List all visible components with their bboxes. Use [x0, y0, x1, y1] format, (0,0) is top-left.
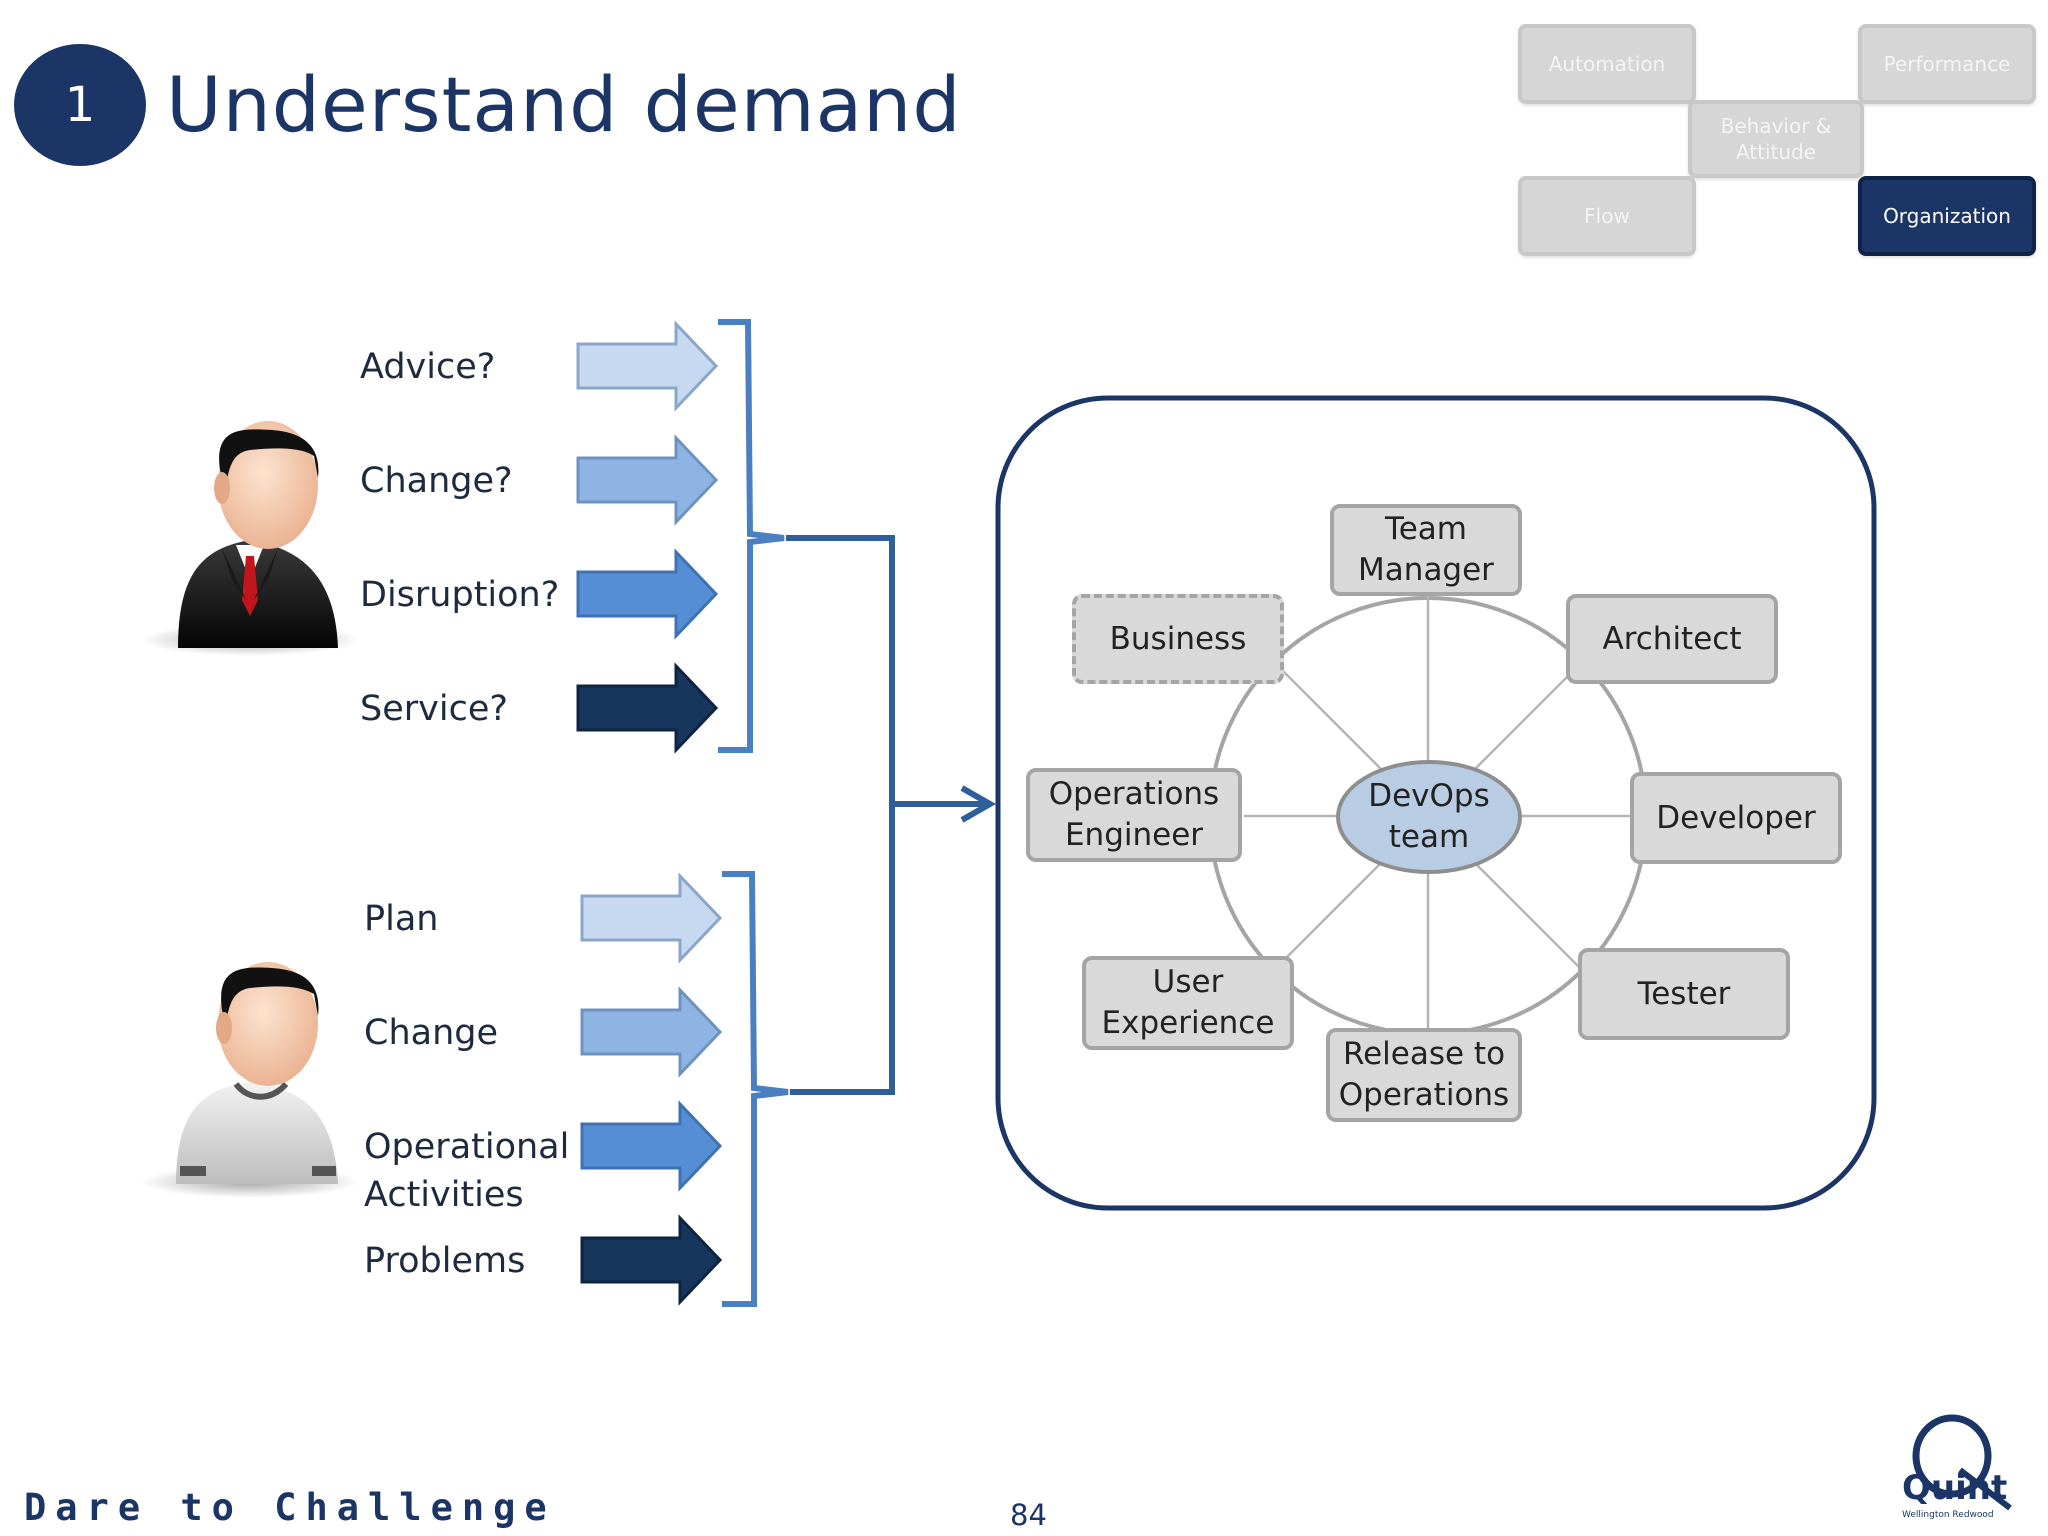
role-release-to-operations: Release to Operations: [1326, 1028, 1522, 1122]
nav-organization[interactable]: Organization: [1858, 176, 2036, 256]
role-business: Business: [1072, 594, 1284, 684]
label-operational-activities: Operational Activities: [364, 1127, 570, 1215]
connector-bottom: [790, 804, 895, 1095]
label-problems: Problems: [364, 1241, 526, 1281]
label-service: Service?: [360, 689, 508, 729]
arrow-service: [576, 662, 719, 754]
label-change-q: Change?: [360, 461, 513, 501]
role-user-experience: User Experience: [1082, 956, 1294, 1050]
role-tester: Tester: [1578, 948, 1790, 1040]
arrow-advice: [576, 320, 719, 412]
step-number: 1: [64, 77, 96, 133]
role-operations-engineer: Operations Engineer: [1026, 768, 1242, 862]
page-title: Understand demand: [166, 60, 962, 149]
business-person-icon: [140, 421, 360, 656]
arrow-disruption: [576, 548, 719, 640]
arrow-problems: [580, 1214, 723, 1306]
page-number: 84: [1010, 1498, 1047, 1532]
arrow-operational-activities: [580, 1100, 723, 1192]
arrow-change: [580, 986, 723, 1078]
label-plan: Plan: [364, 899, 439, 939]
role-developer: Developer: [1630, 772, 1842, 864]
arrow-change-q: [576, 434, 719, 526]
bracket-bottom: [722, 871, 789, 1307]
connector-top: [786, 535, 895, 804]
logo-tagline: Wellington Redwood: [1902, 1510, 1994, 1520]
nav-behavior-attitude[interactable]: Behavior & Attitude: [1688, 100, 1864, 178]
devops-team-hub: DevOps team: [1336, 760, 1522, 874]
arrow-plan: [580, 872, 723, 964]
logo-name: Quint: [1902, 1468, 2008, 1508]
step-number-badge: 1: [14, 44, 146, 166]
label-advice: Advice?: [360, 347, 496, 387]
bracket-top: [718, 319, 785, 753]
quint-logo-icon: [1912, 1414, 2012, 1511]
it-person-icon: [140, 962, 360, 1198]
role-architect: Architect: [1566, 594, 1778, 684]
connector-arrowhead: [960, 785, 997, 823]
nav-flow[interactable]: Flow: [1518, 176, 1696, 256]
nav-performance[interactable]: Performance: [1858, 24, 2036, 104]
role-team-manager: Team Manager: [1330, 504, 1522, 596]
nav-automation[interactable]: Automation: [1518, 24, 1696, 104]
label-change: Change: [364, 1013, 499, 1053]
label-disruption: Disruption?: [360, 575, 560, 615]
footer-slogan: Dare to Challenge: [24, 1486, 556, 1529]
